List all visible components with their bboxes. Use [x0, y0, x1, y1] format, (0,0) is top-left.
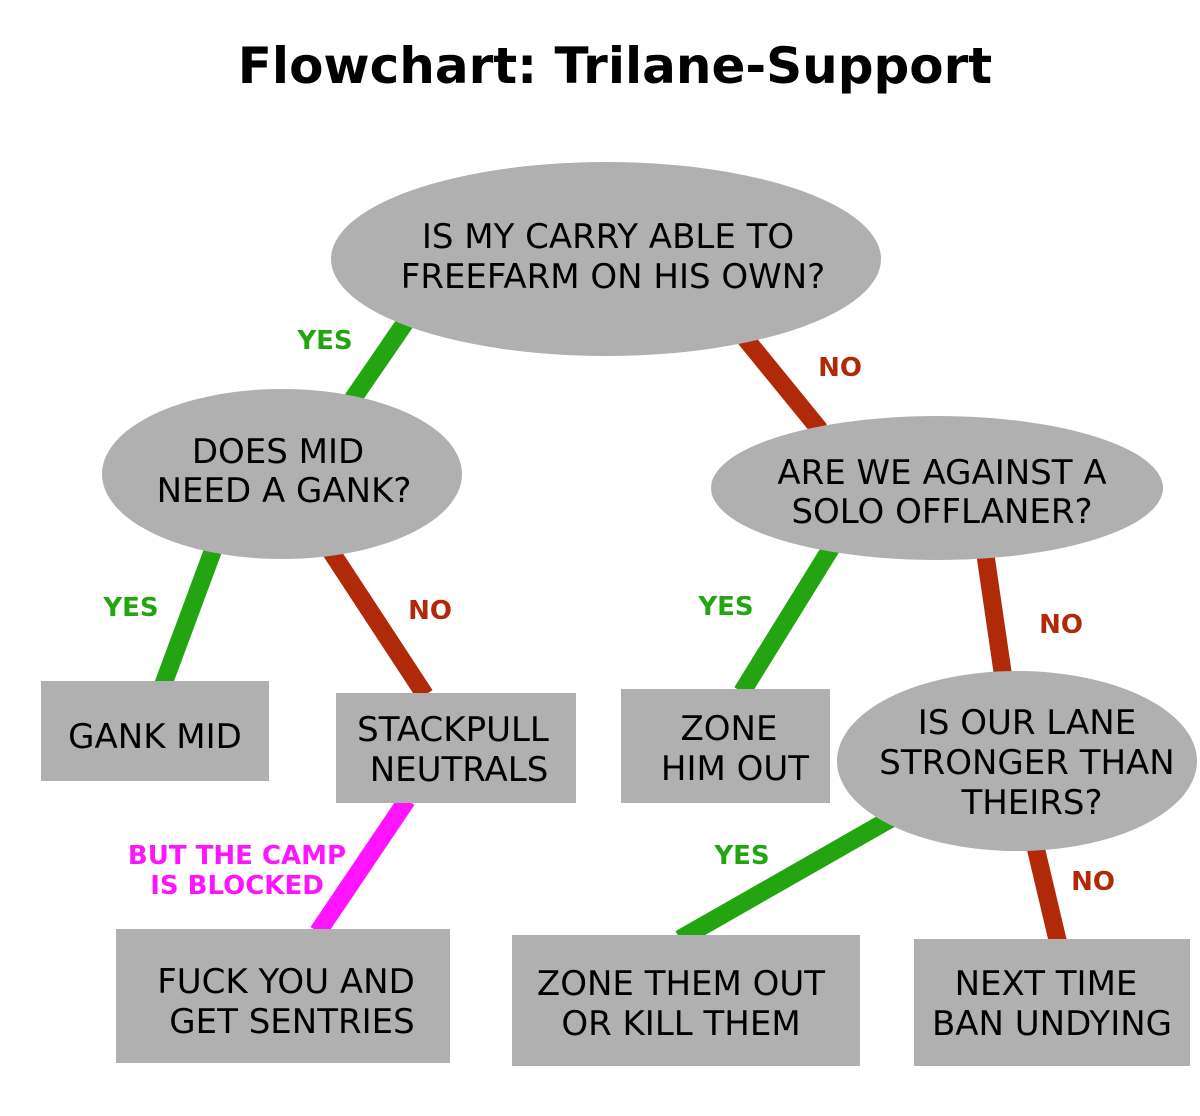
- edge-q3-no: [976, 550, 1012, 677]
- edges: [154, 314, 1067, 947]
- decision-solo-offlaner: ARE WE AGAINST A SOLO OFFLANER?: [711, 416, 1163, 560]
- node-text: FUCK YOU AND: [157, 962, 415, 1002]
- node-text: STRONGER THAN: [879, 743, 1174, 783]
- outcome-gank-mid: GANK MID: [41, 681, 269, 781]
- label-no: NO: [1071, 867, 1115, 897]
- label-yes: YES: [697, 592, 753, 622]
- node-text: HIM OUT: [661, 749, 809, 789]
- node-text: BAN UNDYING: [932, 1004, 1172, 1044]
- node-text: NEUTRALS: [370, 750, 549, 790]
- label-blocked-2: IS BLOCKED: [150, 871, 324, 901]
- outcome-ban-undying: NEXT TIME BAN UNDYING: [914, 939, 1190, 1066]
- node-text: STACKPULL: [357, 710, 549, 750]
- edge-q2-no: [322, 545, 433, 700]
- node-text: GET SENTRIES: [169, 1002, 414, 1042]
- outcome-sentries: FUCK YOU AND GET SENTRIES: [116, 929, 450, 1063]
- label-yes: YES: [102, 593, 158, 623]
- edge-q1-no: [738, 332, 827, 436]
- label-no: NO: [408, 596, 452, 626]
- edge-blocked: [310, 794, 415, 938]
- outcome-stackpull: STACKPULL NEUTRALS: [336, 693, 576, 803]
- outcome-zone-them: ZONE THEM OUT OR KILL THEM: [512, 935, 860, 1066]
- edge-q2-yes: [154, 541, 224, 689]
- node-text: IS MY CARRY ABLE TO: [422, 217, 794, 257]
- node-text: DOES MID: [192, 432, 364, 472]
- edge-q1-yes: [344, 314, 415, 406]
- decision-lane-stronger: IS OUR LANE STRONGER THAN THEIRS?: [837, 671, 1197, 851]
- node-text: NEXT TIME: [955, 964, 1138, 1004]
- edge-q4-no: [1026, 842, 1067, 945]
- node-text: GANK MID: [68, 717, 242, 757]
- node-text: ARE WE AGAINST A: [777, 453, 1106, 493]
- decision-mid-gank: DOES MID NEED A GANK?: [102, 389, 462, 559]
- label-yes: YES: [296, 326, 352, 356]
- node-text: IS OUR LANE: [918, 703, 1136, 743]
- outcome-zone-him: ZONE HIM OUT: [621, 689, 830, 803]
- flowchart-title: Flowchart: Trilane-Support: [238, 37, 992, 95]
- node-text: NEED A GANK?: [157, 471, 412, 511]
- decision-carry-freefarm: IS MY CARRY ABLE TO FREEFARM ON HIS OWN?: [331, 162, 881, 356]
- edge-q3-yes: [734, 540, 841, 697]
- edge-q4-yes: [675, 810, 897, 947]
- node-text: OR KILL THEM: [561, 1004, 800, 1044]
- node-text: FREEFARM ON HIS OWN?: [401, 257, 825, 297]
- node-text: ZONE: [681, 709, 778, 749]
- label-no: NO: [818, 353, 862, 383]
- label-no: NO: [1039, 610, 1083, 640]
- node-text: ZONE THEM OUT: [537, 964, 825, 1004]
- label-blocked-1: BUT THE CAMP: [128, 841, 346, 871]
- node-text: SOLO OFFLANER?: [791, 492, 1092, 532]
- node-text: THEIRS?: [960, 783, 1102, 823]
- label-yes: YES: [713, 841, 769, 871]
